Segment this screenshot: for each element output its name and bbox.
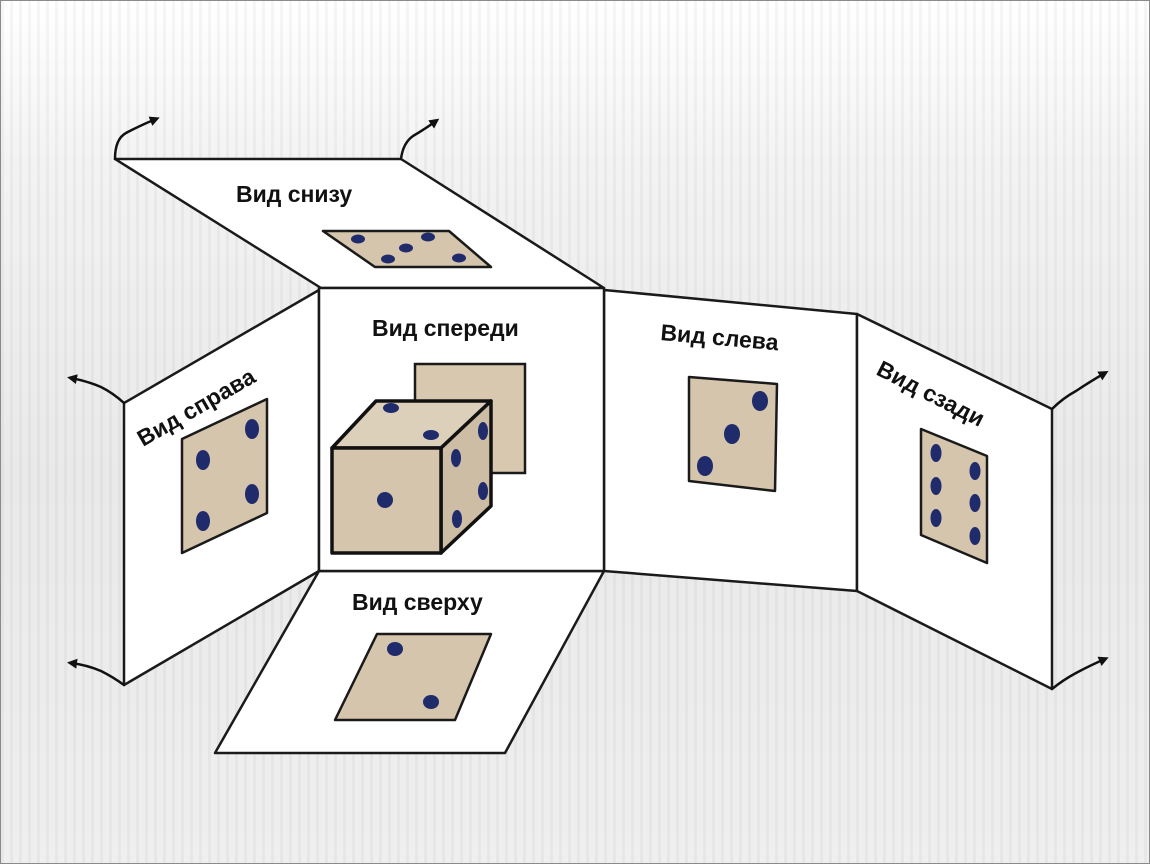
pip [478,482,488,500]
pip [969,527,981,545]
pip [421,232,435,242]
pip [452,510,462,528]
pip [930,509,942,527]
label-front-view: Вид спереди [372,315,519,341]
plane-right-view: Вид справа [122,288,321,687]
pip [399,243,413,253]
arrow-icon [67,374,126,405]
plane-bottom-view: Вид снизу [113,157,606,290]
label-top-view: Вид сверху [352,589,483,615]
pip [697,456,713,476]
plane-front-view: Вид спереди [317,286,606,573]
plane-top-view: Вид сверху [213,569,606,755]
pip [245,484,259,504]
pip [245,419,259,439]
pip [724,424,740,444]
pip [452,253,466,263]
pip [377,492,393,508]
pip [351,234,365,244]
pip [387,642,403,656]
back-view-die-face [919,427,989,565]
plane-back-view: Вид сзади [855,312,1054,691]
label-bottom-view: Вид снизу [236,181,352,207]
pip [423,430,439,440]
pip [930,477,942,495]
pip [423,695,439,709]
plane-left-view: Вид слева [602,288,859,593]
die-cube [330,399,493,555]
pip [930,444,942,462]
pip [383,403,399,413]
pip [752,391,768,411]
pip [196,511,210,531]
pip [478,422,488,440]
top-view-die-face [333,632,493,722]
arrow-icon [399,118,440,161]
pip [969,494,981,512]
arrow-icon [113,116,160,161]
arrow-icon [67,658,126,687]
pip [196,450,210,470]
pip [451,449,461,467]
arrow-icon [1050,371,1109,411]
pip [969,462,981,480]
unfold-arrows [67,116,1109,691]
arrow-icon [1050,656,1109,691]
pip [381,254,395,264]
